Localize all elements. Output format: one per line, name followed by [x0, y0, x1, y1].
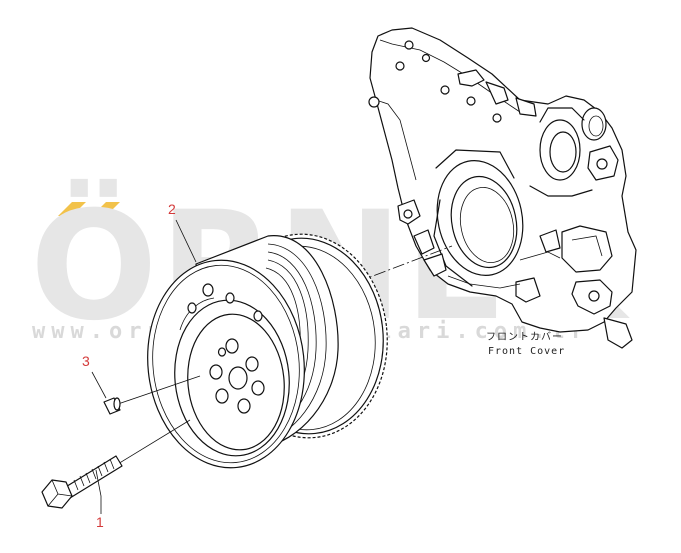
front-cover-label-en: Front Cover: [488, 346, 565, 357]
callout-3-label: 3: [82, 353, 90, 369]
callout-2: 2: [168, 201, 197, 263]
front-cover-lower-boss: [561, 225, 613, 273]
damper-center-bore: [228, 366, 248, 390]
front-cover: [368, 27, 637, 349]
bolt: [41, 419, 191, 509]
watermark-umlaut-right: [92, 202, 120, 216]
dowel-pin: [103, 375, 201, 415]
damper-pulley: [147, 233, 388, 469]
callout-1: 1: [95, 469, 104, 530]
callout-1-label: 1: [96, 514, 104, 530]
watermark-umlaut-left: [58, 202, 86, 216]
front-cover-label-jp: フロントカバー: [486, 331, 563, 343]
front-cover-caption: フロントカバー Front Cover: [486, 331, 565, 357]
bolt-shank: [63, 455, 123, 499]
callout-3: 3: [82, 353, 107, 399]
bolt-head: [41, 479, 73, 509]
callout-2-label: 2: [168, 201, 176, 217]
